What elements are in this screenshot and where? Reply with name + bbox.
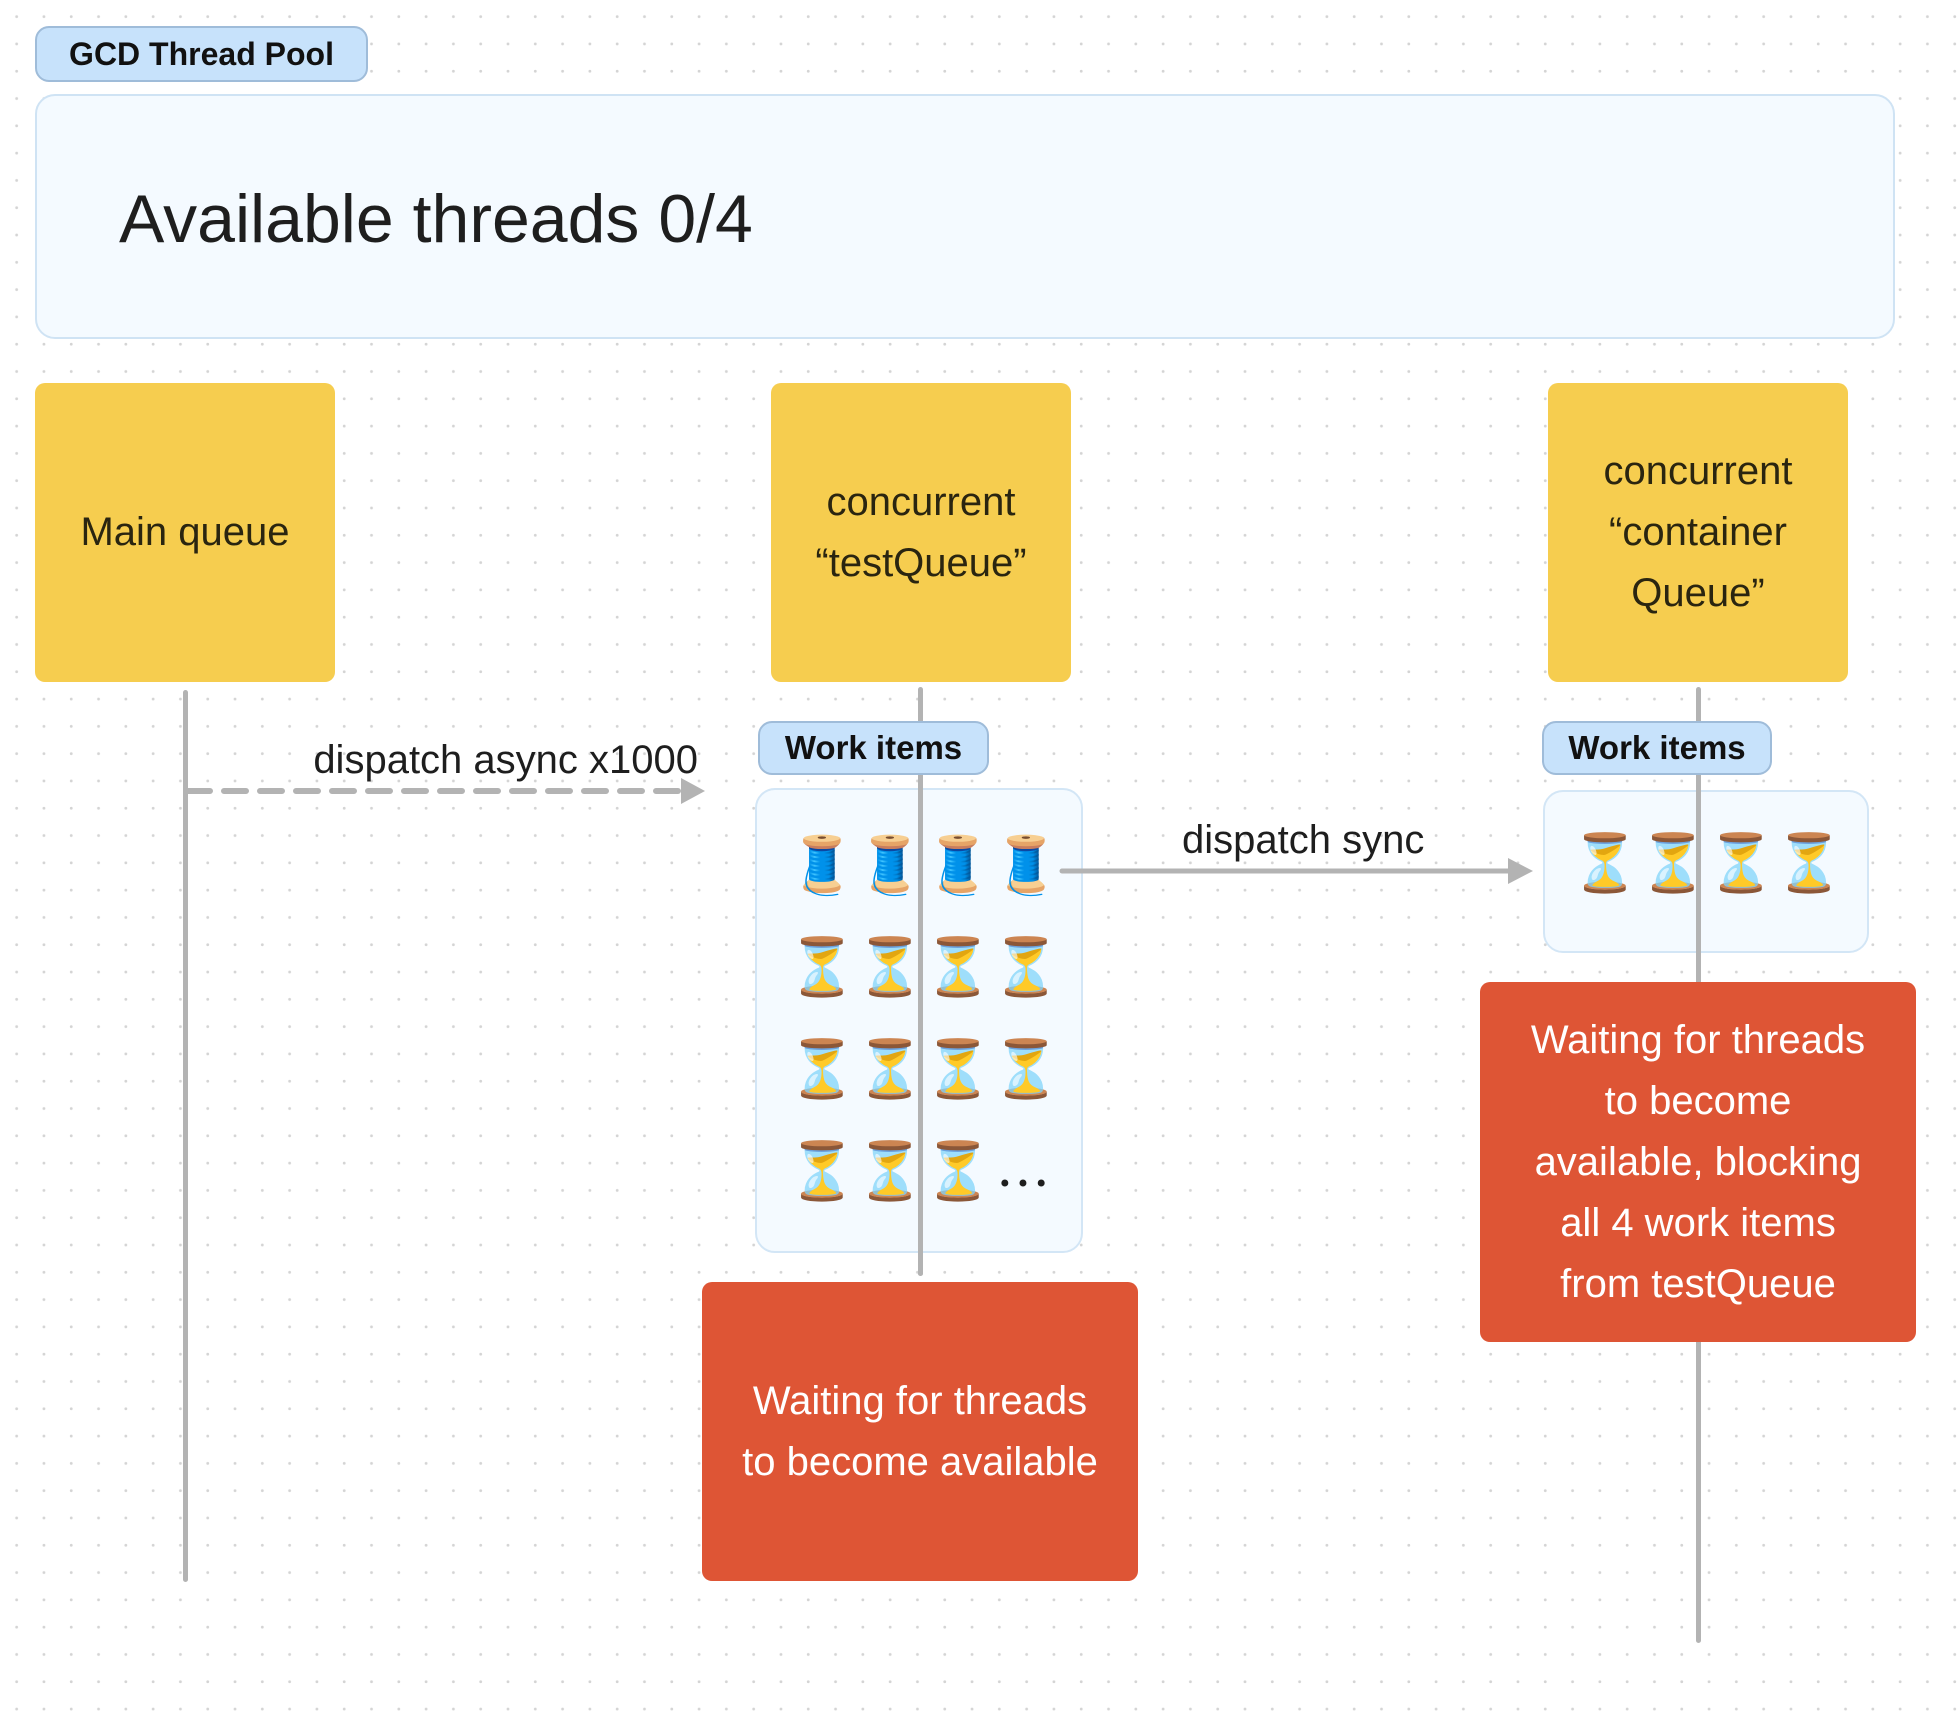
dispatch-sync-label: dispatch sync (1182, 818, 1425, 862)
container-queue-waiting-note: Waiting for threads to become available,… (1480, 982, 1916, 1342)
thread-spool-icon: 🧵 (787, 833, 857, 898)
thread-pool-panel: Available threads 0/4 (35, 94, 1895, 339)
test-queue-box: concurrent “testQueue” (771, 383, 1071, 682)
hourglass-icon: ⏳ (787, 1037, 857, 1102)
container-queue-work-items-container (1543, 790, 1869, 953)
hourglass-icon: ⏳ (991, 935, 1061, 1000)
hourglass-icon: ⏳ (1706, 831, 1776, 896)
hourglass-icon: ⏳ (787, 1139, 857, 1204)
container-queue-timeline-overlay (1696, 775, 1701, 985)
main-queue-timeline (183, 690, 188, 1582)
hourglass-icon: ⏳ (855, 1139, 925, 1204)
test-queue-label: concurrent “testQueue” (815, 479, 1027, 585)
hourglass-icon: ⏳ (923, 1037, 993, 1102)
container-queue-label: concurrent “container Queue” (1603, 449, 1793, 615)
thread-spool-icon: 🧵 (855, 833, 925, 898)
thread-pool-tag: GCD Thread Pool (35, 26, 368, 82)
thread-pool-tag-label: GCD Thread Pool (69, 35, 334, 72)
test-queue-waiting-note: Waiting for threads to become available (702, 1282, 1138, 1581)
main-queue-label: Main queue (80, 510, 290, 554)
hourglass-icon: ⏳ (1774, 831, 1844, 896)
hourglass-icon: ⏳ (855, 935, 925, 1000)
hourglass-icon: ⏳ (1638, 831, 1708, 896)
available-threads-text: Available threads 0/4 (119, 181, 753, 257)
test-queue-work-items-tag: Work items (758, 721, 989, 775)
container-queue-work-items-tag: Work items (1542, 721, 1772, 775)
hourglass-icon: ⏳ (855, 1037, 925, 1102)
dispatch-async-label: dispatch async x1000 (313, 738, 698, 782)
container-queue-box: concurrent “container Queue” (1548, 383, 1848, 682)
test-queue-timeline-overlay (918, 775, 923, 1276)
main-queue-box: Main queue (35, 383, 335, 682)
thread-spool-icon: 🧵 (923, 833, 993, 898)
hourglass-icon: ⏳ (923, 1139, 993, 1204)
hourglass-icon: ⏳ (923, 935, 993, 1000)
dispatch-sync-arrowhead (1508, 858, 1533, 884)
ellipsis-icon: ••• (997, 1170, 1053, 1198)
hourglass-icon: ⏳ (787, 935, 857, 1000)
thread-spool-icon: 🧵 (991, 833, 1061, 898)
hourglass-icon: ⏳ (991, 1037, 1061, 1102)
hourglass-icon: ⏳ (1570, 831, 1640, 896)
